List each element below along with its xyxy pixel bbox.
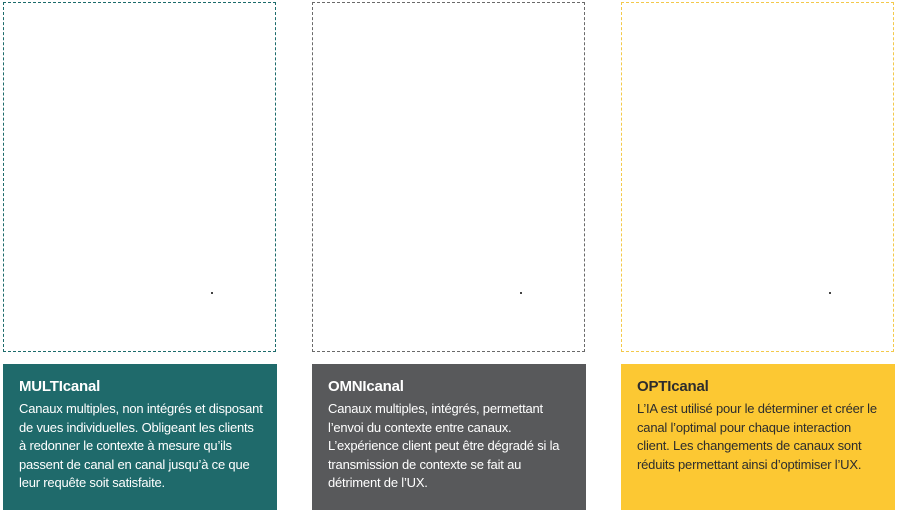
- multicanal-dashed-frame: [3, 2, 276, 352]
- opticanal-panel: OPTIcanal L’IA est utilisé pour le déter…: [620, 0, 898, 513]
- omnicanal-card: OMNIcanal Canaux multiples, intégrés, pe…: [312, 364, 586, 510]
- opticanal-card: OPTIcanal L’IA est utilisé pour le déter…: [621, 364, 895, 510]
- omnicanal-title: OMNIcanal: [328, 378, 404, 395]
- frame-dot: [211, 292, 213, 294]
- frame-dot: [520, 292, 522, 294]
- opticanal-dashed-frame: [621, 2, 894, 352]
- omnicanal-description: Canaux multiples, intégrés, permettant l…: [328, 401, 560, 490]
- omnicanal-panel: OMNIcanal Canaux multiples, intégrés, pe…: [311, 0, 589, 513]
- multicanal-card: MULTIcanal Canaux multiples, non intégré…: [3, 364, 277, 510]
- multicanal-description: Canaux multiples, non intégrés et dispos…: [19, 401, 263, 490]
- opticanal-title: OPTIcanal: [637, 378, 709, 395]
- omnicanal-dashed-frame: [312, 2, 585, 352]
- frame-dot: [829, 292, 831, 294]
- opticanal-description: L’IA est utilisé pour le déterminer et c…: [637, 401, 877, 472]
- multicanal-title: MULTIcanal: [19, 378, 101, 395]
- multicanal-panel: MULTIcanal Canaux multiples, non intégré…: [2, 0, 280, 513]
